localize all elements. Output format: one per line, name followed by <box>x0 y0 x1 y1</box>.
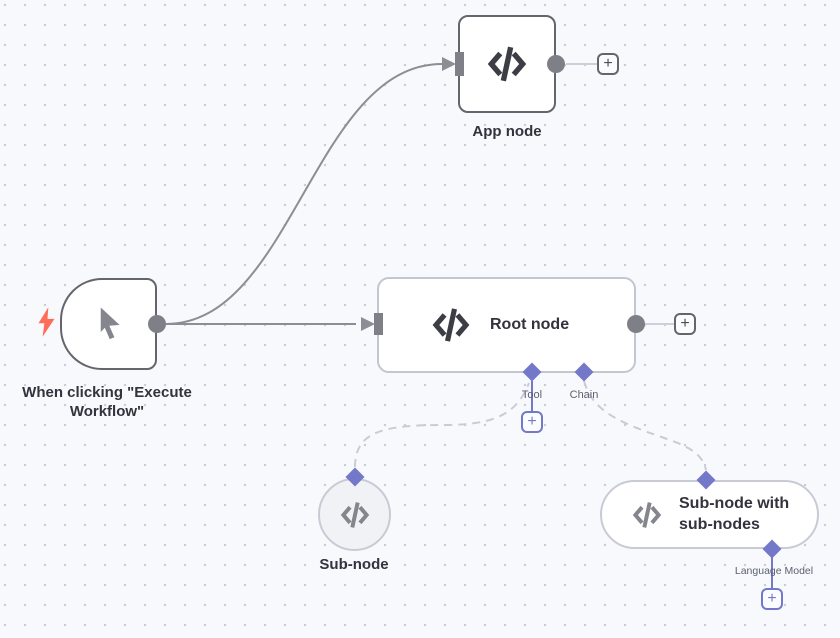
label-language-model: Language Model <box>734 565 814 577</box>
add-node-button-tool[interactable]: + <box>521 411 543 433</box>
node-subnode-group[interactable]: Sub-node with sub-nodes <box>600 480 819 549</box>
node-app[interactable] <box>458 15 556 113</box>
input-arrow-app <box>442 57 456 71</box>
node-subnode-label: Sub-node <box>319 556 389 573</box>
code-icon <box>632 501 662 528</box>
node-trigger-label: When clicking "Execute Workflow" <box>22 384 192 420</box>
node-root-title: Root node <box>490 316 570 333</box>
add-node-button-root[interactable]: + <box>674 313 696 335</box>
node-app-label: App node <box>472 123 542 140</box>
add-node-button-app[interactable]: + <box>597 53 619 75</box>
input-arrow-root <box>361 317 375 331</box>
connection-subnode-to-tool[interactable] <box>354 382 530 468</box>
code-icon <box>432 308 470 342</box>
node-trigger[interactable] <box>60 278 157 370</box>
lightning-icon <box>38 307 55 337</box>
node-root[interactable]: Root node <box>377 277 636 373</box>
cursor-icon <box>100 307 119 340</box>
code-icon <box>340 501 369 528</box>
label-tool: Tool <box>521 389 543 401</box>
node-subnode-group-title: Sub-node with sub-nodes <box>679 494 790 533</box>
label-chain: Chain <box>569 389 599 401</box>
add-node-button-language-model[interactable]: + <box>761 588 783 610</box>
code-icon <box>487 46 527 82</box>
node-subnode[interactable] <box>318 478 391 551</box>
